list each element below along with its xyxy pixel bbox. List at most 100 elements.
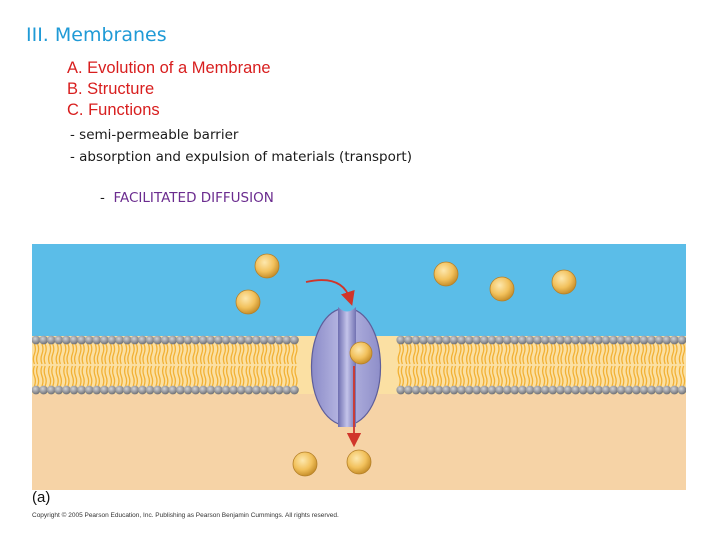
lipid-tail bbox=[567, 343, 572, 365]
lipid-tail bbox=[621, 343, 625, 365]
lipid-head bbox=[677, 385, 686, 395]
lipid-tail bbox=[58, 365, 63, 387]
lipid-tail bbox=[476, 365, 481, 387]
lipid-tail bbox=[116, 365, 120, 387]
lipid-tail bbox=[263, 365, 268, 387]
lipid-tail bbox=[237, 343, 242, 365]
lipid-tail bbox=[142, 343, 146, 365]
lipid-head bbox=[510, 385, 520, 395]
lipid-tail bbox=[245, 343, 249, 365]
facilitated-diffusion-heading: - FACILITATED DIFFUSION bbox=[100, 190, 274, 206]
lipid-head bbox=[616, 385, 626, 395]
lipid-tail bbox=[161, 343, 166, 365]
lipid-tail bbox=[63, 365, 67, 387]
lipid-head bbox=[578, 335, 588, 345]
lipid-head bbox=[290, 335, 299, 345]
lipid-tail bbox=[210, 365, 215, 387]
lipid-tail bbox=[43, 365, 47, 387]
lipid-tail bbox=[51, 365, 55, 387]
lipid-tail bbox=[127, 343, 131, 365]
lipid-tail bbox=[131, 365, 135, 387]
lipid-tail bbox=[625, 343, 629, 365]
lipid-head bbox=[396, 335, 406, 345]
solute-molecule bbox=[349, 341, 373, 365]
lipid-head bbox=[639, 385, 649, 395]
lipid-head bbox=[632, 385, 641, 395]
lipid-tail bbox=[47, 365, 52, 387]
lipid-tail bbox=[260, 343, 265, 365]
lipid-tail bbox=[552, 343, 557, 365]
lipid-head bbox=[153, 335, 162, 345]
lipid-tail bbox=[549, 343, 553, 365]
lipid-head bbox=[221, 385, 231, 395]
lipid-head bbox=[168, 335, 178, 345]
slide-title: III. Membranes bbox=[26, 24, 167, 46]
lipid-tail bbox=[613, 365, 617, 387]
lipid-tail bbox=[651, 365, 655, 387]
lipid-head bbox=[252, 335, 261, 345]
lipid-tail bbox=[119, 343, 123, 365]
lipid-tail bbox=[507, 343, 511, 365]
lipid-tail bbox=[78, 365, 82, 387]
lipid-head bbox=[396, 385, 406, 395]
lipid-head bbox=[419, 335, 428, 345]
lipid-head bbox=[487, 335, 497, 345]
lipid-head bbox=[274, 385, 284, 395]
lipid-tail bbox=[587, 365, 591, 387]
lipid-tail bbox=[248, 365, 253, 387]
lipid-head bbox=[214, 335, 223, 345]
lipid-tail bbox=[405, 365, 409, 387]
lipid-tail bbox=[514, 365, 519, 387]
lipid-tail bbox=[674, 343, 678, 365]
lipid-tail bbox=[73, 365, 78, 387]
lipid-head bbox=[92, 335, 102, 345]
lipid-tail bbox=[203, 343, 207, 365]
lipid-tail bbox=[511, 343, 515, 365]
lipid-tail bbox=[423, 365, 427, 387]
lipid-tail bbox=[40, 343, 44, 365]
lipid-tail bbox=[146, 343, 151, 365]
lipid-tail bbox=[111, 365, 116, 387]
lipid-tail bbox=[671, 343, 675, 365]
lipid-tail bbox=[146, 365, 151, 387]
lipid-head bbox=[601, 385, 611, 395]
lipid-tail bbox=[663, 343, 667, 365]
lipid-head bbox=[464, 335, 474, 345]
lipid-heads bbox=[32, 335, 686, 395]
lipid-tail bbox=[564, 365, 569, 387]
lipid-tail bbox=[534, 343, 538, 365]
lipid-tail bbox=[35, 343, 40, 365]
lipid-head bbox=[533, 385, 542, 395]
lipid-tail bbox=[111, 343, 116, 365]
lipid-tail bbox=[199, 343, 204, 365]
lipid-head bbox=[510, 335, 520, 345]
lipid-head bbox=[244, 385, 254, 395]
lipid-tail bbox=[218, 343, 222, 365]
lipid-tail bbox=[397, 365, 401, 387]
lipid-tail bbox=[63, 343, 67, 365]
lipid-head bbox=[183, 335, 193, 345]
lipid-tail bbox=[640, 343, 645, 365]
lipid-tail bbox=[674, 365, 678, 387]
lipid-tail bbox=[473, 365, 477, 387]
lipid-tail bbox=[123, 343, 128, 365]
lipid-tail bbox=[681, 365, 686, 387]
lipid-head bbox=[39, 335, 48, 345]
lipid-tail bbox=[230, 365, 234, 387]
lipid-head bbox=[670, 385, 679, 395]
lipid-head bbox=[594, 335, 603, 345]
lipid-tail bbox=[567, 365, 572, 387]
lipid-tail bbox=[564, 343, 569, 365]
panel-label: (a) bbox=[32, 489, 51, 506]
lipid-tail bbox=[268, 365, 272, 387]
lipid-tail bbox=[271, 365, 275, 387]
solute-molecule bbox=[254, 253, 280, 279]
lipid-tail bbox=[519, 343, 523, 365]
lipid-head bbox=[206, 335, 216, 345]
lipid-tail bbox=[408, 343, 412, 365]
lipid-tail bbox=[537, 365, 541, 387]
solute-molecules bbox=[235, 253, 577, 477]
lipid-tail bbox=[248, 343, 253, 365]
lipid-head bbox=[176, 385, 185, 395]
lipid-tail bbox=[519, 365, 523, 387]
